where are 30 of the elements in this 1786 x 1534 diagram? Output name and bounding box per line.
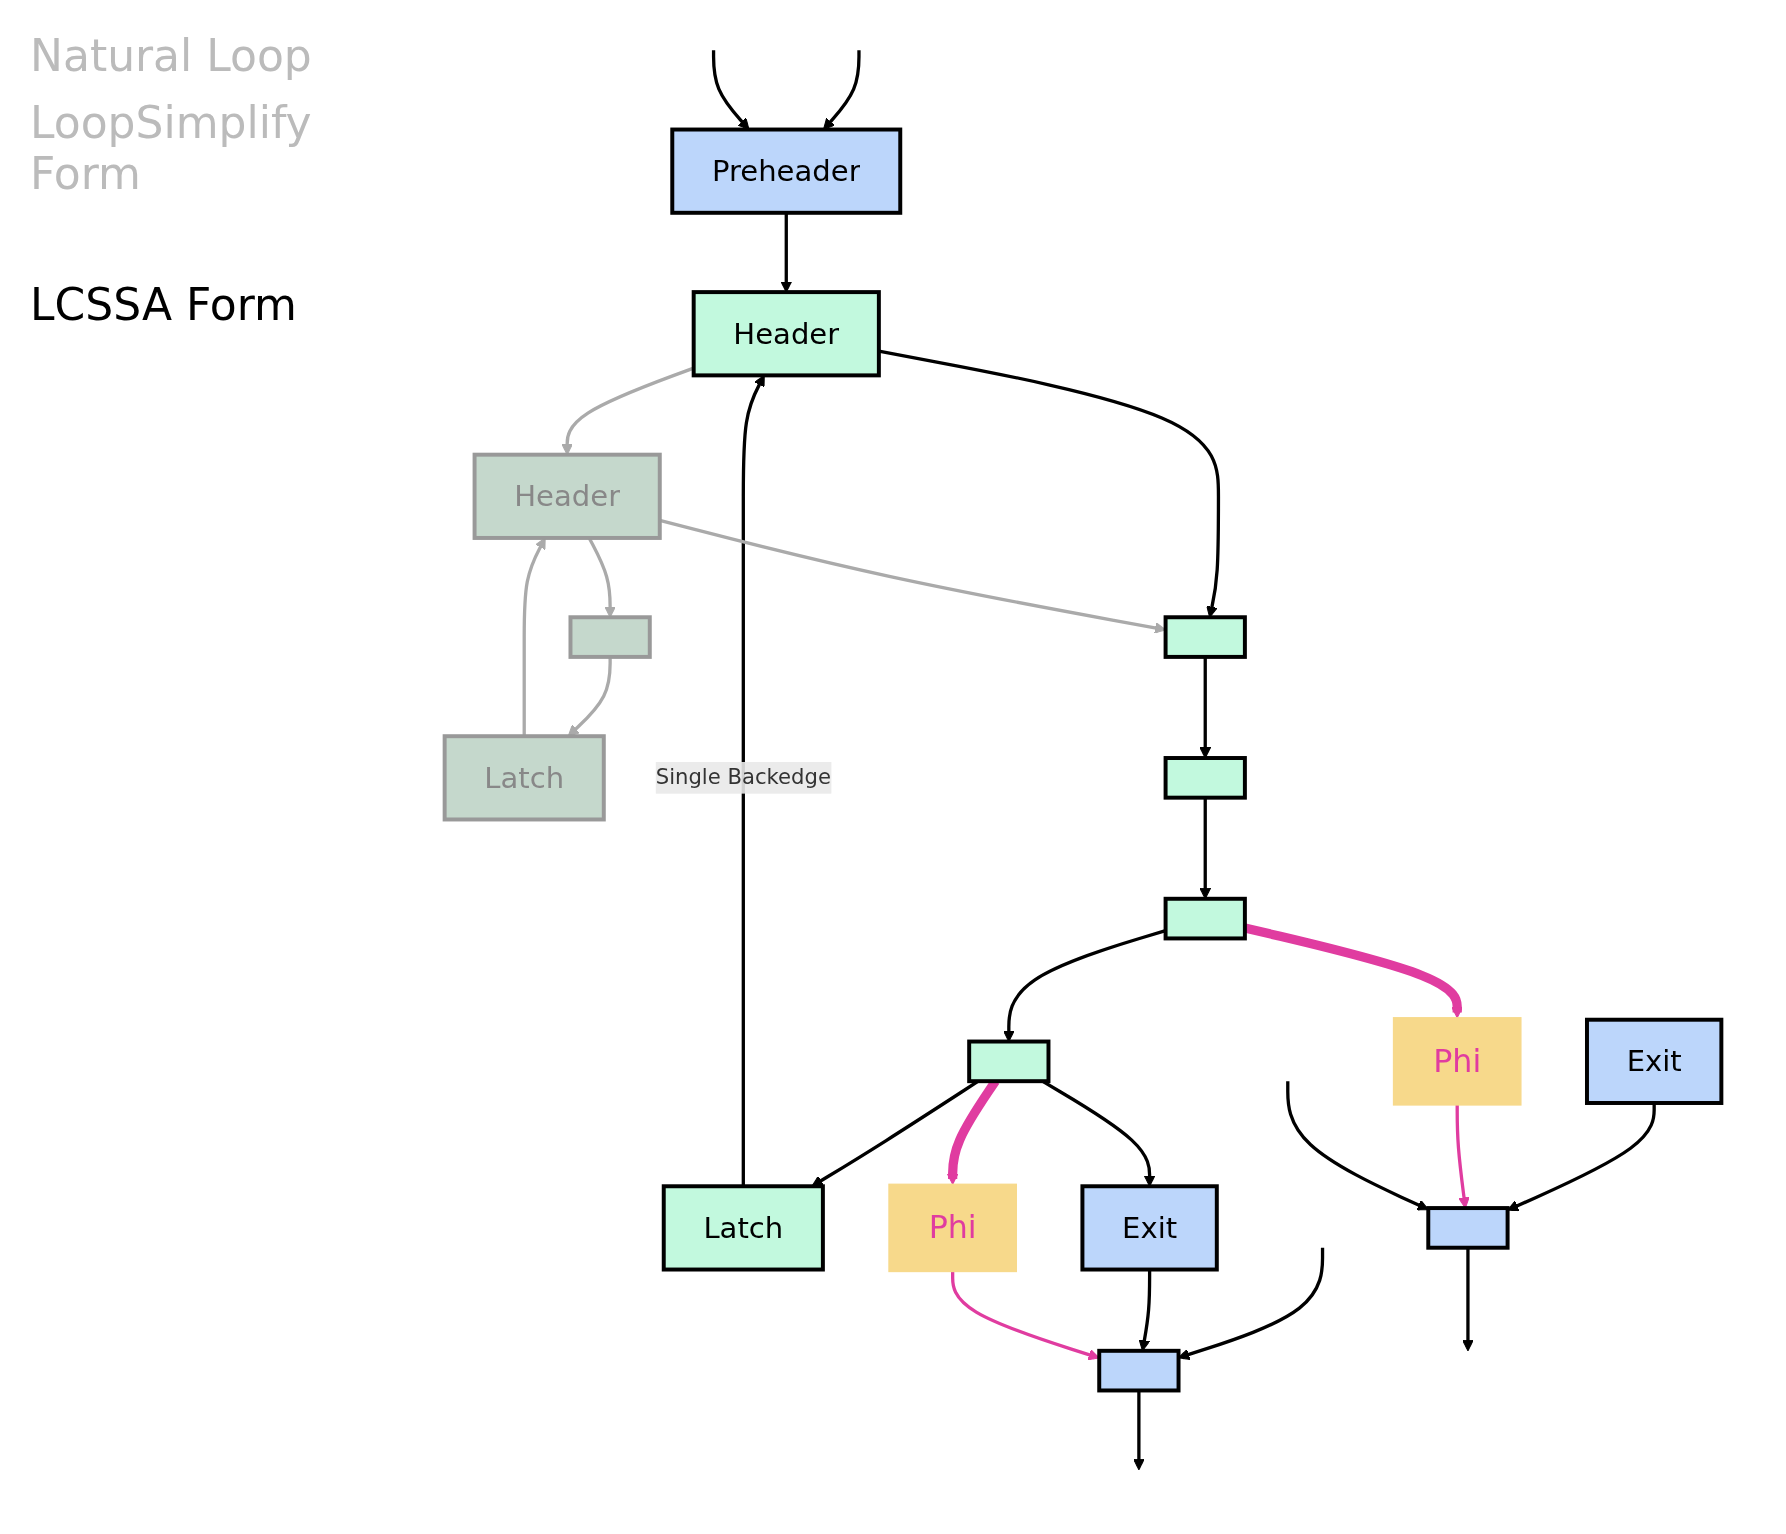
arrow: [522, 537, 546, 737]
node-box: Latch: [661, 1184, 825, 1272]
node-box: Phi: [1392, 1017, 1522, 1106]
node-box: Header: [691, 290, 881, 378]
arrow: [1199, 656, 1212, 759]
faded-heading: Natural Loop: [30, 30, 313, 81]
edge-label: Single Backedge: [655, 764, 831, 790]
node-box: Exit: [1080, 1184, 1219, 1272]
faded-heading: LoopSimplify Form: [30, 97, 313, 199]
node-box: Phi: [888, 1183, 1017, 1273]
arrow: [1286, 1081, 1429, 1211]
node-box: [568, 615, 652, 659]
arrow: [780, 212, 793, 293]
node-box: [1163, 756, 1247, 800]
arrow: [567, 656, 612, 737]
arrow: [587, 537, 616, 618]
arrow: [1507, 1103, 1656, 1212]
node-box: [967, 1039, 1051, 1084]
node-box: [1426, 1206, 1510, 1250]
node-box: [1097, 1348, 1181, 1393]
node-box: Header: [472, 452, 662, 540]
arrow: [1455, 1104, 1470, 1209]
node-box: [1163, 615, 1247, 659]
node-box: Preheader: [670, 127, 903, 215]
arrow: [1133, 1390, 1145, 1471]
node-box: [1163, 896, 1247, 941]
node-box: Latch: [442, 734, 606, 822]
section-heading: LCSSA Form: [30, 279, 298, 330]
node-box: Exit: [1585, 1017, 1724, 1105]
arrow: [1462, 1247, 1474, 1352]
